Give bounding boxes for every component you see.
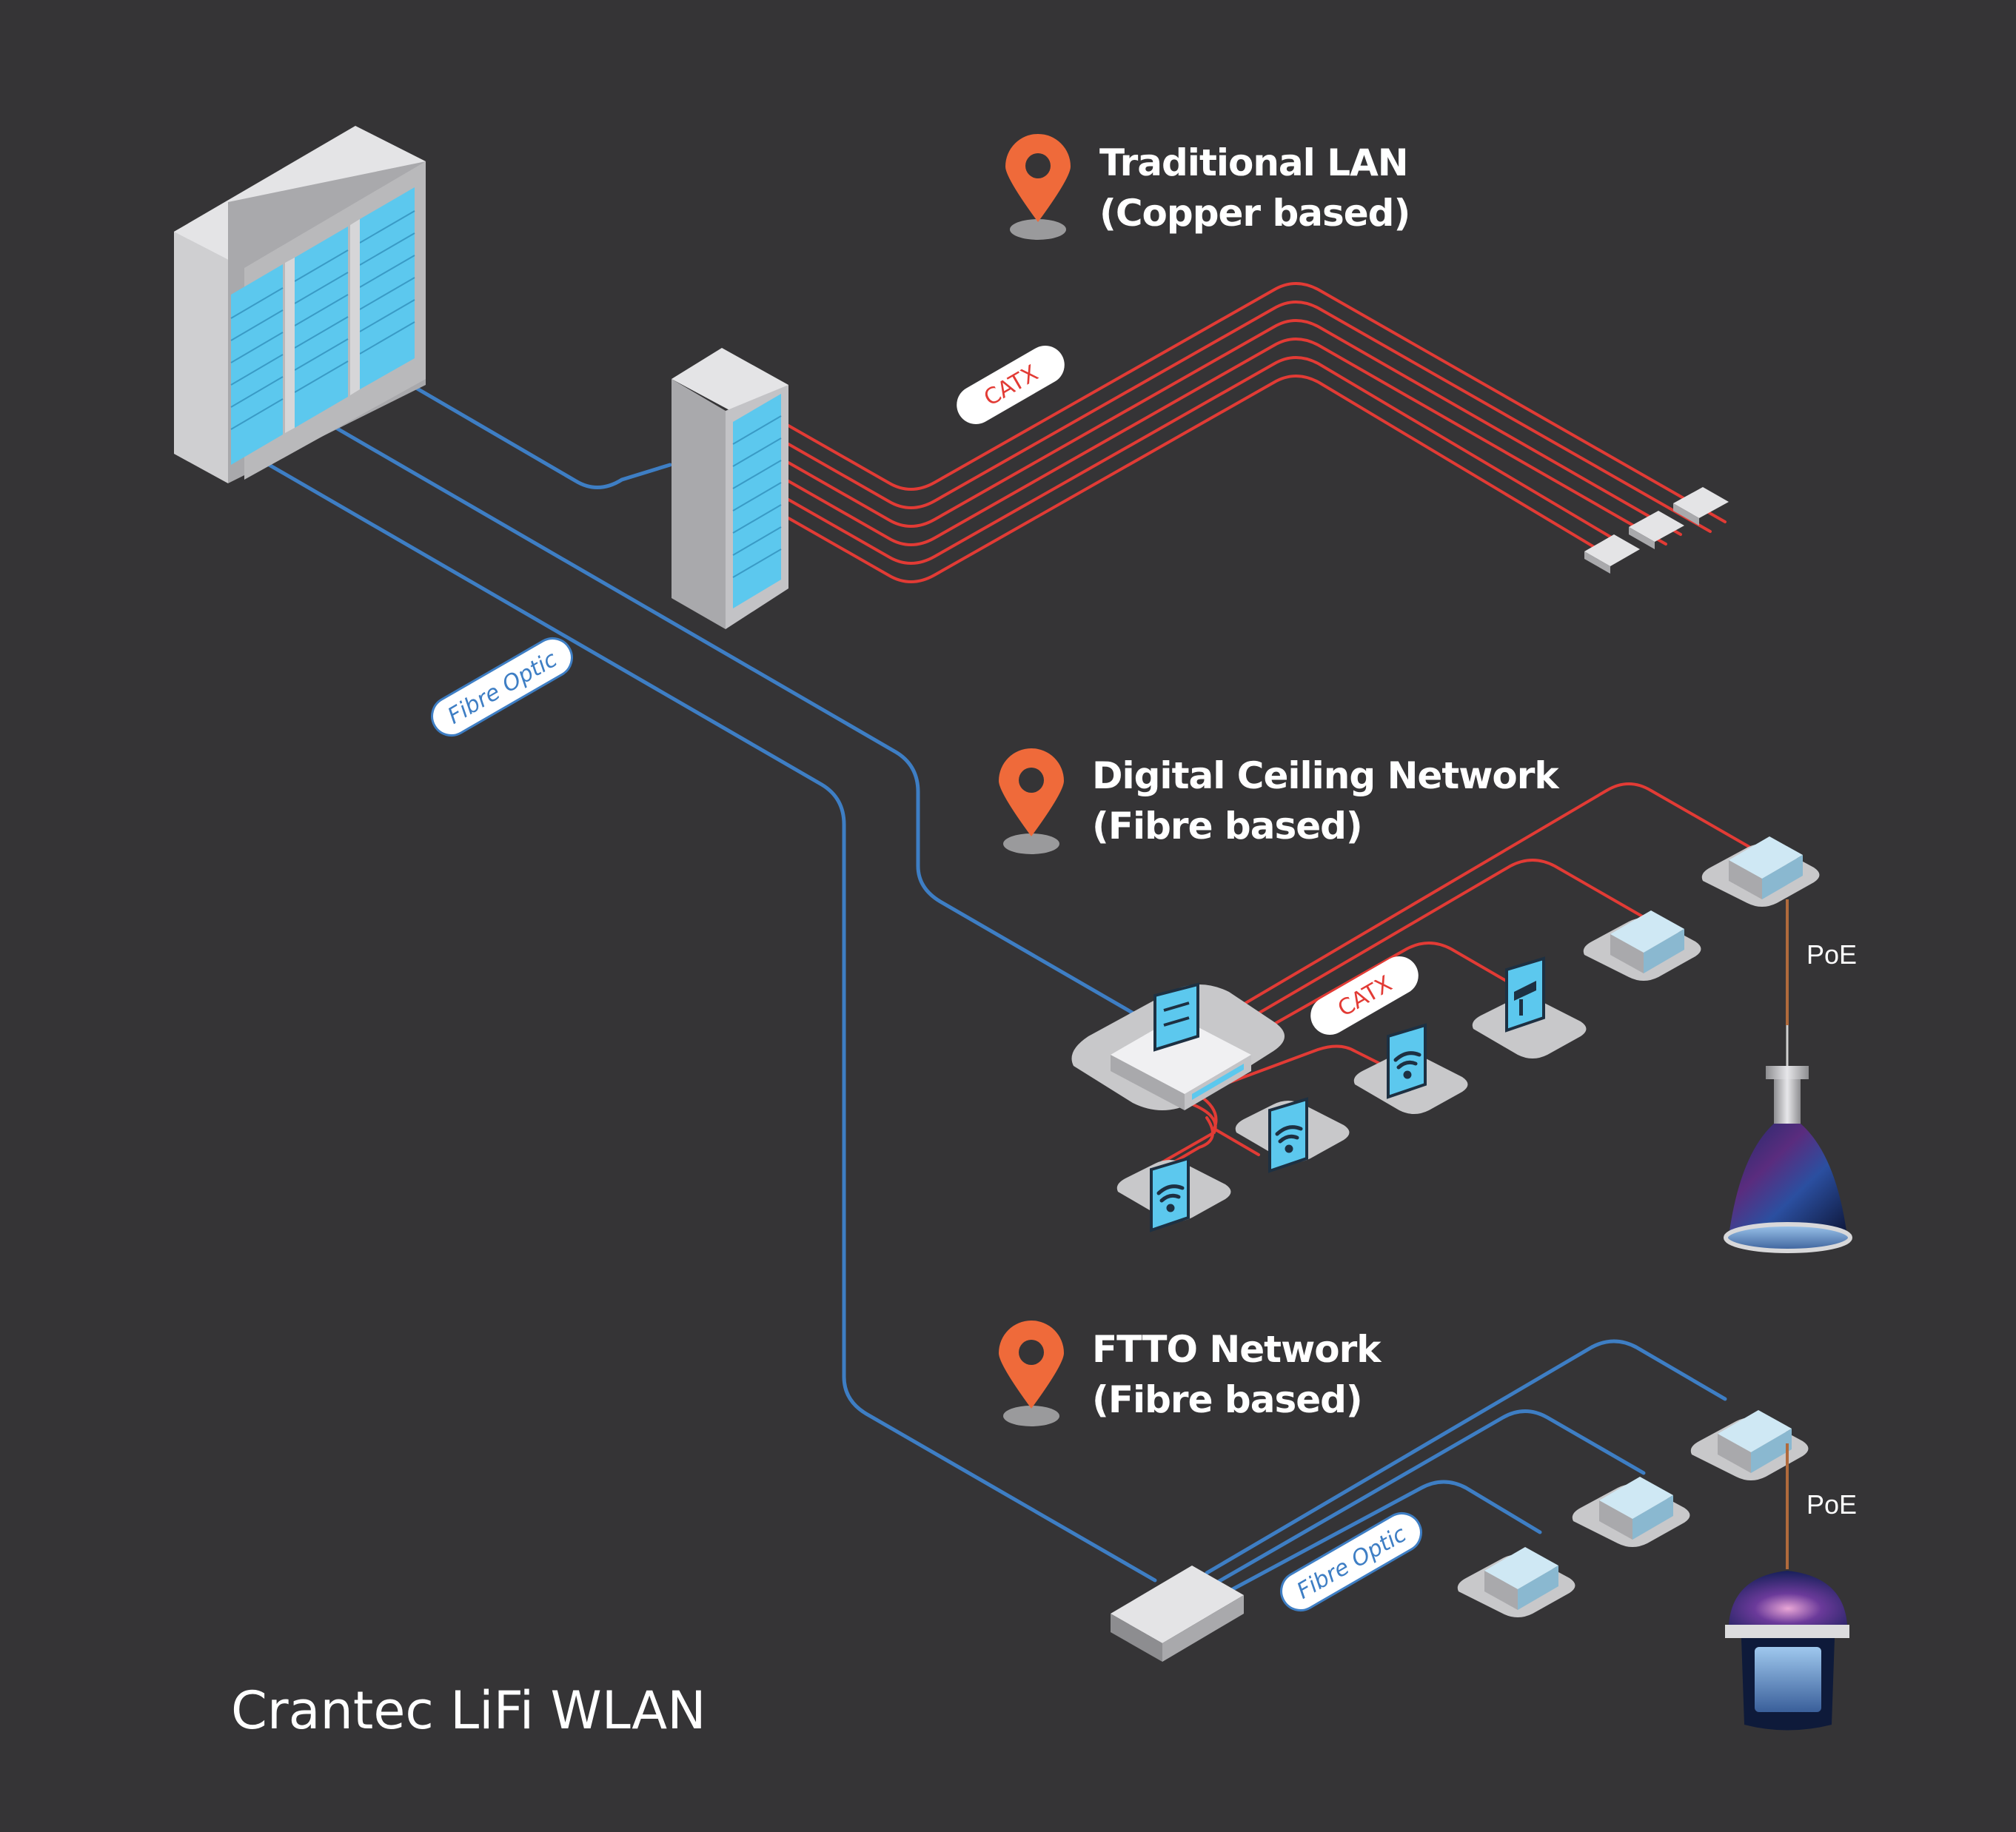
- poe-label: PoE: [1806, 1489, 1857, 1520]
- wifi-icon: [1156, 1184, 1185, 1212]
- pendant-lamp-digital-ceiling: [1724, 899, 1852, 1253]
- fibre-cable-core-to-digital-ceiling: [324, 420, 1150, 1024]
- server-rack-icon: [733, 394, 781, 608]
- section-ftto: FTTO Network (Fibre based): [999, 1321, 1383, 1426]
- location-pin-icon: [1005, 133, 1071, 240]
- section-subtitle: (Fibre based): [1092, 1378, 1362, 1421]
- access-point-icon: [1116, 1156, 1231, 1232]
- lan-wall-outlets: [1584, 487, 1729, 574]
- lifi-lamp-icon: [1725, 1571, 1849, 1731]
- location-pin-icon: [999, 1321, 1064, 1426]
- location-pin-icon: [999, 748, 1064, 854]
- core-server-racks: [174, 126, 426, 483]
- cable-tag-fibre-left: Fibre Optic: [431, 637, 573, 737]
- section-title: Traditional LAN: [1099, 141, 1408, 184]
- access-point-icon: [1235, 1097, 1350, 1173]
- switch-icon: [1153, 982, 1199, 1052]
- lan-switch-rack: [672, 348, 788, 629]
- ftto-devices: [1457, 1410, 1809, 1617]
- section-traditional-lan: Traditional LAN (Copper based): [1005, 133, 1410, 240]
- fibre-cable-ftto-3: [1219, 1480, 1542, 1597]
- cable-tag-catx-top: CATX: [957, 346, 1065, 424]
- poe-label: PoE: [1806, 939, 1857, 970]
- section-title: Digital Ceiling Network: [1092, 754, 1560, 797]
- section-subtitle: (Fibre based): [1092, 805, 1362, 848]
- section-digital-ceiling: Digital Ceiling Network (Fibre based): [999, 748, 1561, 854]
- lifi-lamp-ftto: [1725, 1443, 1849, 1731]
- section-subtitle: (Copper based): [1099, 192, 1410, 235]
- copper-cables: [787, 282, 1764, 1197]
- fibre-cables: [264, 380, 1727, 1597]
- server-rack-icon: [231, 187, 415, 465]
- section-title: FTTO Network: [1092, 1328, 1382, 1371]
- brand-caption: Crantec LiFi WLAN: [231, 1680, 706, 1741]
- camera-icon: [1514, 981, 1536, 1016]
- ceiling-devices: [1583, 836, 1820, 981]
- access-points: [1116, 956, 1587, 1232]
- ftto-switch: [1111, 1566, 1244, 1662]
- wifi-icon: [1275, 1125, 1303, 1153]
- wall-outlet-icon: [1629, 511, 1684, 549]
- camera-access-point: [1472, 956, 1587, 1058]
- cable-tag-fibre-bottom: Fibre Optic: [1280, 1512, 1422, 1611]
- fibre-cable-core-to-lan-switch: [403, 380, 672, 489]
- wifi-icon: [1393, 1051, 1421, 1079]
- pendant-lamp-icon: [1724, 1066, 1852, 1253]
- wall-outlet-icon: [1584, 534, 1640, 574]
- wall-outlet-icon: [1673, 487, 1729, 526]
- fibre-cable-ftto-1: [1205, 1339, 1727, 1575]
- access-point-icon: [1353, 1023, 1468, 1114]
- fibre-cable-core-to-ftto: [264, 461, 1157, 1583]
- digital-ceiling-hub: [1071, 982, 1285, 1110]
- fibre-cable-ftto-2: [1212, 1409, 1646, 1586]
